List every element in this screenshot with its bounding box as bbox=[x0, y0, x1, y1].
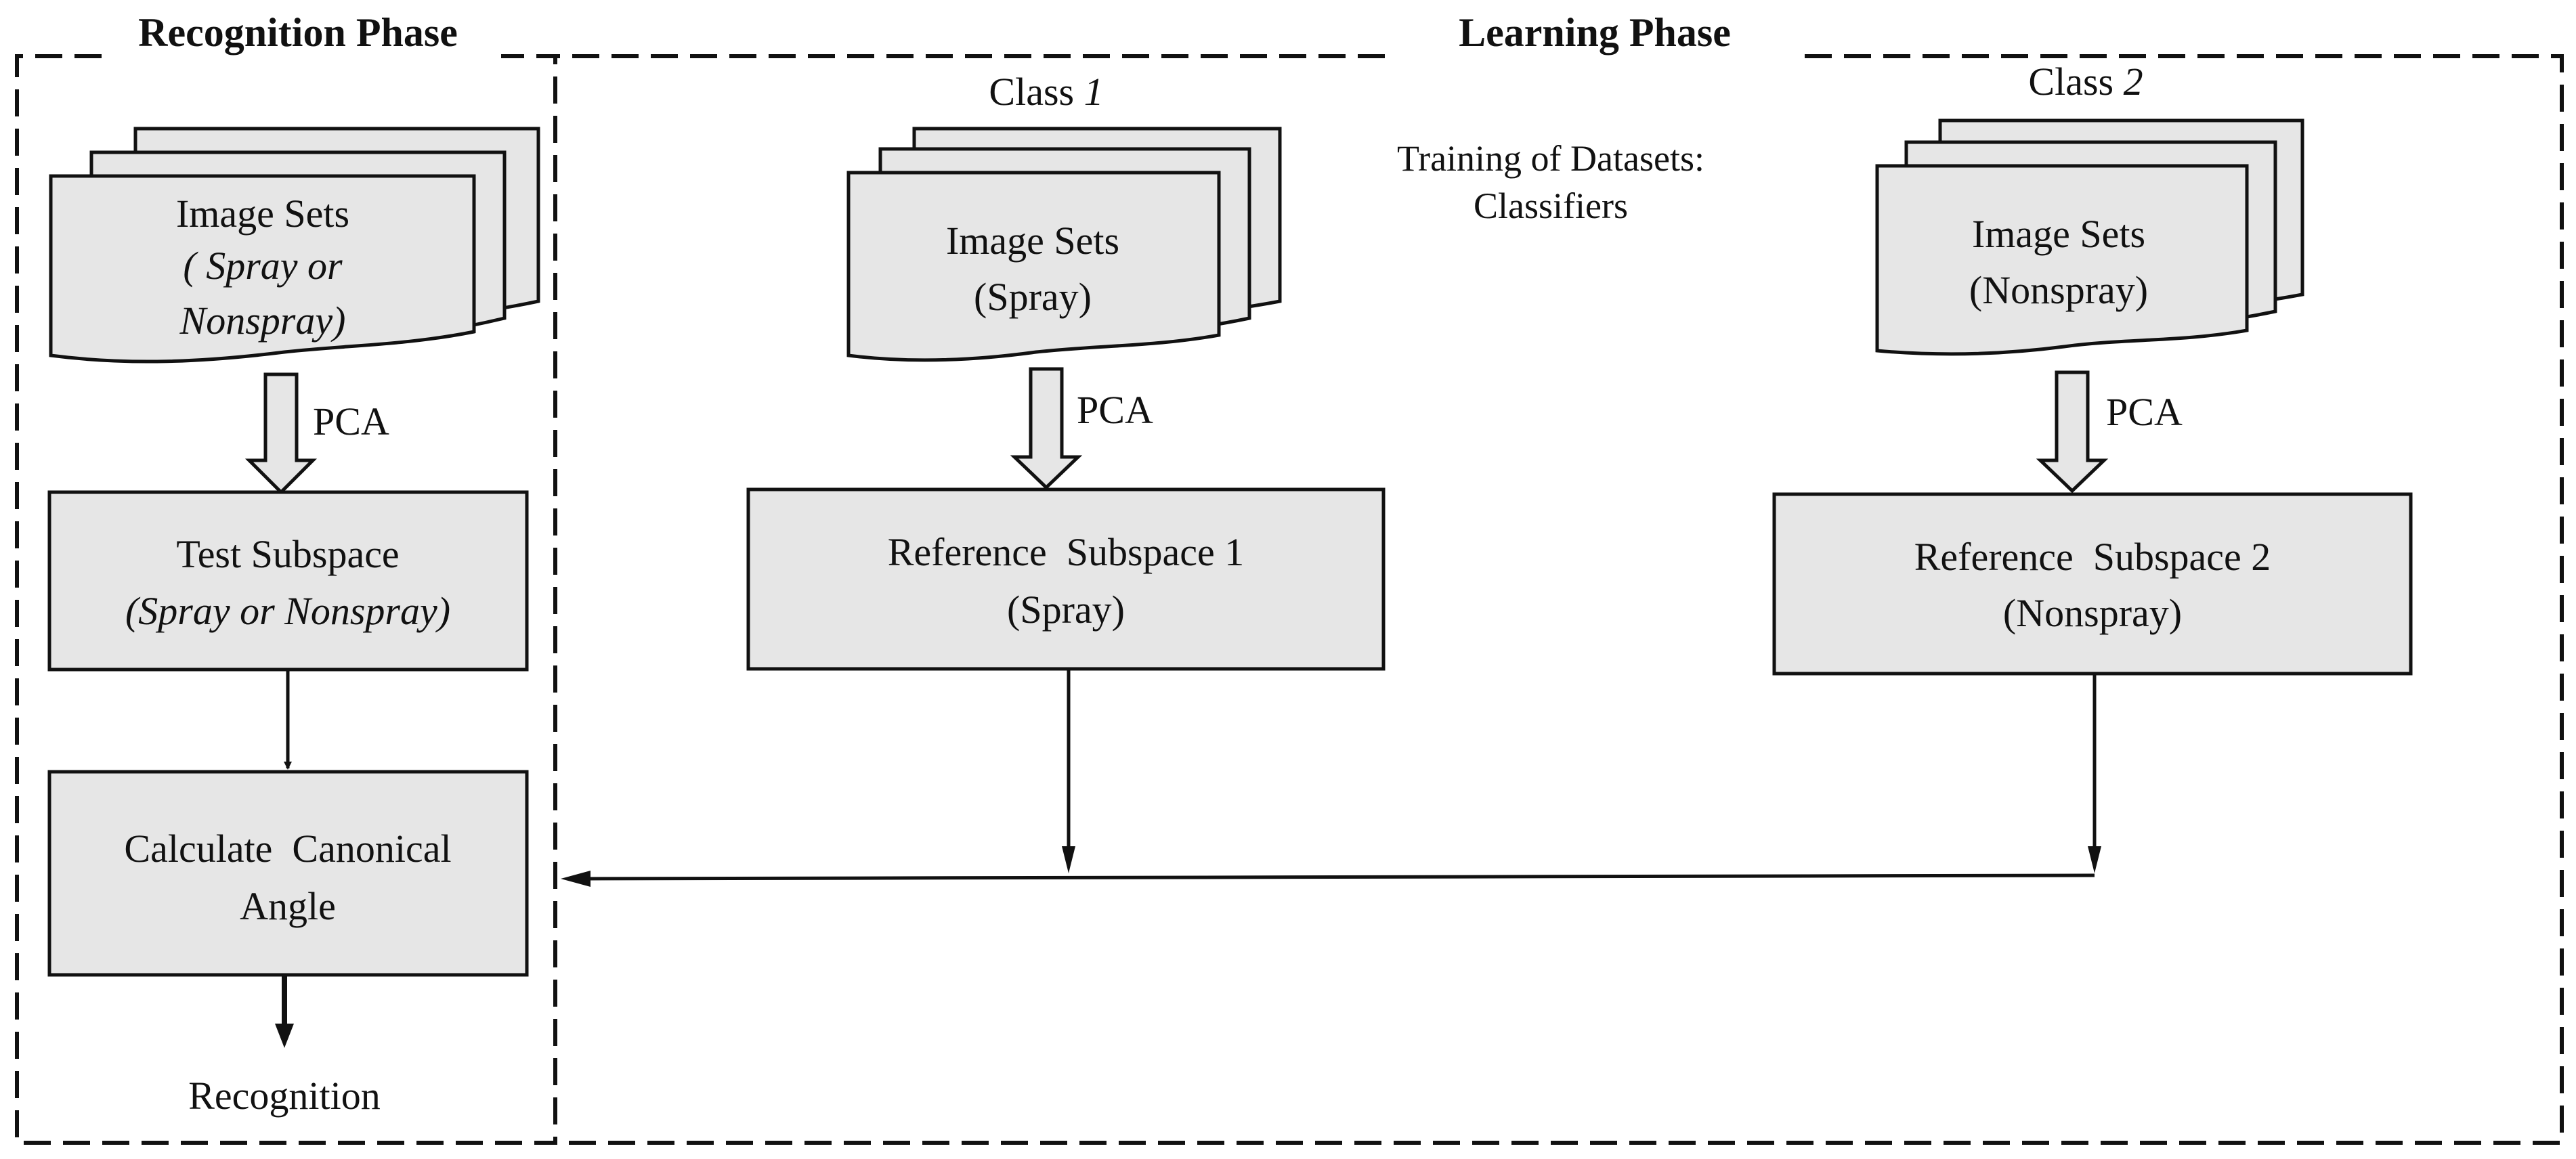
recognition-phase-frame bbox=[15, 54, 557, 1145]
class1-image-sets-title: Image Sets bbox=[946, 219, 1119, 263]
recognition-pca-label: PCA bbox=[313, 399, 389, 443]
canonical-angle-line2: Angle bbox=[240, 884, 336, 928]
recognition-image-sets-line2: ( Spray or bbox=[183, 244, 343, 288]
recognition-result-label: Recognition bbox=[188, 1074, 381, 1118]
reference-subspace-2-box bbox=[1772, 492, 2413, 676]
recognition-phase-title: Recognition Phase bbox=[138, 10, 458, 55]
class2-label: Class 2 bbox=[2028, 60, 2143, 104]
class1-pca-arrow bbox=[1010, 367, 1083, 490]
class2-pca-arrow bbox=[2036, 370, 2109, 494]
merge-arrow-head bbox=[561, 871, 591, 887]
recognition-arrowhead bbox=[275, 1024, 294, 1048]
reference-subspace-2-title: Reference Subspace 2 bbox=[1914, 535, 2271, 579]
class1-pca-label: PCA bbox=[1077, 388, 1153, 432]
learning-phase-frame bbox=[555, 54, 2564, 1145]
recognition-image-sets-title: Image Sets bbox=[176, 192, 349, 236]
training-note-line2: Classifiers bbox=[1474, 185, 1628, 226]
reference-subspace-1-subtitle: (Spray) bbox=[1007, 588, 1125, 632]
canonical-angle-box bbox=[47, 770, 529, 977]
class2-image-sets-title: Image Sets bbox=[1972, 212, 2145, 256]
class1-image-sets-subtitle: (Spray) bbox=[974, 275, 1092, 319]
class1-image-sets bbox=[846, 127, 1282, 362]
arrow-ref2-head bbox=[2088, 846, 2101, 873]
test-subspace-box bbox=[47, 490, 529, 672]
class2-image-sets-subtitle: (Nonspray) bbox=[1969, 268, 2148, 312]
test-subspace-subtitle: (Spray or Nonspray) bbox=[125, 589, 450, 633]
recognition-image-sets bbox=[49, 127, 540, 364]
recognition-image-sets-line3: Nonspray) bbox=[179, 299, 346, 343]
class2-image-sets bbox=[1875, 118, 2304, 356]
reference-subspace-1-title: Reference Subspace 1 bbox=[888, 530, 1245, 574]
recognition-pca-arrow bbox=[244, 372, 318, 495]
arrow-ref1-head bbox=[1062, 846, 1075, 873]
test-subspace-title: Test Subspace bbox=[176, 532, 399, 576]
learning-phase-title: Learning Phase bbox=[1459, 10, 1731, 55]
reference-subspace-1-box bbox=[746, 487, 1386, 671]
class2-pca-label: PCA bbox=[2106, 390, 2183, 434]
merge-line bbox=[582, 873, 2095, 881]
reference-subspace-2-subtitle: (Nonspray) bbox=[2003, 591, 2182, 635]
class1-label: Class 1 bbox=[989, 70, 1103, 114]
canonical-angle-line1: Calculate Canonical bbox=[124, 827, 451, 871]
training-note-line1: Training of Datasets: bbox=[1397, 138, 1704, 179]
